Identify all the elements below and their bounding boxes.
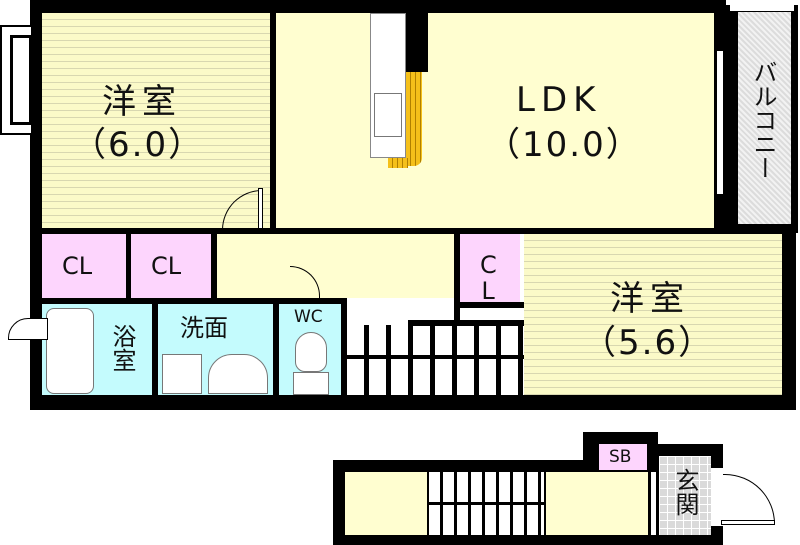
closet-3[interactable]: CL bbox=[460, 234, 520, 306]
door-leaf bbox=[258, 188, 263, 231]
hallway bbox=[217, 234, 454, 298]
western-room-1: 洋室 （6.0） bbox=[42, 13, 270, 230]
entrance-step bbox=[651, 472, 656, 535]
washroom-label: 洗面 bbox=[180, 314, 228, 342]
staircase-upper bbox=[347, 325, 524, 395]
closet-2-label: CL bbox=[151, 252, 182, 280]
western-room-1-label: 洋室 bbox=[102, 82, 182, 122]
toilet-tank bbox=[293, 372, 329, 395]
wash-basin[interactable] bbox=[208, 354, 268, 394]
closet-3-label: CL bbox=[480, 251, 497, 306]
entrance: 玄関 bbox=[659, 456, 711, 535]
western-room-2: 洋室 （5.6） bbox=[524, 234, 782, 395]
closet-1[interactable]: CL bbox=[42, 234, 126, 298]
wall-closet3-bottom bbox=[460, 302, 524, 308]
closet-1-label: CL bbox=[62, 252, 93, 280]
closet-2[interactable]: CL bbox=[131, 234, 211, 298]
entrance-label: 玄関 bbox=[671, 468, 699, 516]
outer-wall-left bbox=[30, 0, 42, 410]
toilet: WC bbox=[279, 304, 341, 395]
entrance-door-leaf bbox=[721, 520, 775, 525]
western-room-2-label: 洋室 bbox=[610, 279, 690, 319]
washroom: 洗面 bbox=[158, 304, 273, 395]
bathroom-label: 浴室 bbox=[108, 324, 136, 372]
window-left-inner bbox=[10, 35, 32, 125]
balcony-label: バルコニー bbox=[749, 60, 777, 180]
western-room-1-size: （6.0） bbox=[72, 125, 205, 165]
shoe-box[interactable]: SB bbox=[599, 444, 647, 470]
upper-floor: 洋室 （6.0） LDK （10.0） バルコニー CL CL CL bbox=[0, 0, 800, 410]
balcony-window[interactable] bbox=[716, 50, 724, 195]
kitchen-sink[interactable] bbox=[374, 93, 402, 137]
toilet-label: WC bbox=[294, 307, 323, 327]
wall-closet-hall bbox=[211, 234, 217, 304]
wall-bath-wash bbox=[152, 304, 158, 395]
outer-wall-top bbox=[30, 0, 720, 13]
balcony-rail bbox=[730, 5, 794, 11]
wall-stairs-top bbox=[408, 320, 524, 326]
bathroom: 浴室 bbox=[42, 304, 152, 395]
toilet-bowl[interactable] bbox=[295, 332, 327, 372]
entrance-door[interactable] bbox=[723, 474, 775, 524]
wall-closet3-left bbox=[454, 234, 460, 330]
outer-wall-right bbox=[782, 228, 796, 410]
ldk-label: LDK bbox=[516, 80, 602, 120]
stair-mid-line bbox=[347, 355, 524, 359]
wall-closets bbox=[126, 234, 131, 298]
washing-machine[interactable] bbox=[162, 354, 202, 394]
shoe-box-label: SB bbox=[609, 447, 632, 467]
wall-mid-horizontal bbox=[42, 228, 782, 234]
kitchen-stove[interactable] bbox=[406, 72, 422, 166]
lower-landing-left bbox=[345, 472, 427, 535]
outer-wall-bottom bbox=[30, 395, 795, 410]
kitchen-stove-bottom bbox=[388, 158, 408, 168]
lower-landing-right bbox=[546, 472, 648, 535]
kitchen-wall bbox=[406, 13, 428, 72]
bathtub[interactable] bbox=[46, 308, 94, 394]
entrance-door-opening bbox=[711, 468, 723, 526]
ldk-size: （10.0） bbox=[486, 125, 642, 165]
wall-western1-ldk bbox=[270, 13, 276, 238]
stair-arrow-line bbox=[429, 502, 544, 505]
balcony: バルコニー bbox=[738, 12, 791, 224]
wall-wet-top bbox=[42, 298, 344, 304]
wall-wash-wc bbox=[273, 304, 279, 395]
bathroom-door[interactable] bbox=[8, 318, 48, 340]
lower-floor: SB 玄関 bbox=[333, 432, 800, 545]
wall-wc-stairs bbox=[341, 298, 347, 395]
western-room-2-size: （5.6） bbox=[582, 323, 715, 363]
ldk-room: LDK （10.0） bbox=[276, 13, 714, 230]
